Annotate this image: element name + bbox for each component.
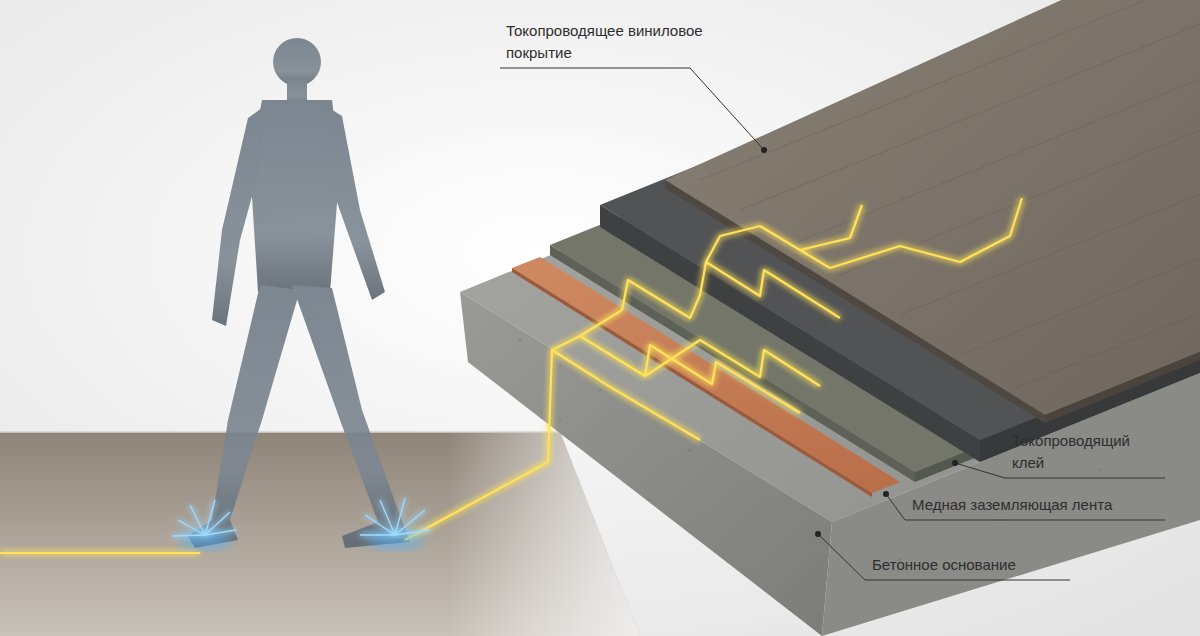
callout-label: Медная заземляющая лента (912, 494, 1162, 516)
callout-label: Бетонное основание (872, 554, 1072, 576)
callout-label: Токопроводящее виниловое покрытие (506, 20, 721, 64)
leader-line (500, 68, 1165, 580)
callout-label: Токопроводящий клей (1012, 430, 1147, 474)
leader-dot (761, 147, 958, 537)
current-path (0, 198, 1022, 553)
person-silhouette (188, 38, 410, 548)
static-sparks (172, 498, 430, 550)
